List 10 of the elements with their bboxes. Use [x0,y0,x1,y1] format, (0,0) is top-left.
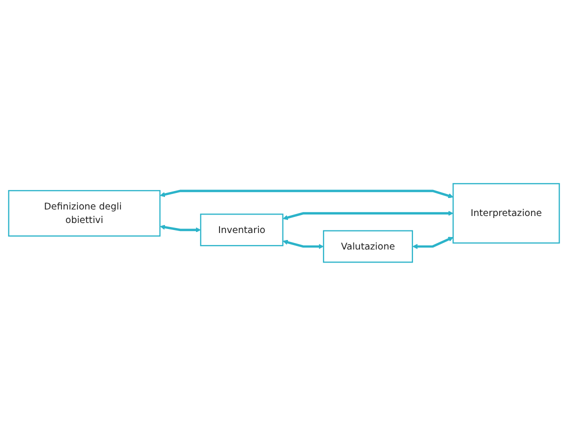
flowchart: Definizione degli obiettivi Inventario Valutazione Interpretazione [4,178,564,266]
node-box [452,182,560,244]
node-box [8,190,161,236]
arrow [282,210,454,220]
node-box [200,213,284,246]
arrow [282,239,324,249]
arrow [160,189,454,198]
arrow [412,236,454,249]
arrow [160,224,201,232]
node-box [322,230,413,262]
